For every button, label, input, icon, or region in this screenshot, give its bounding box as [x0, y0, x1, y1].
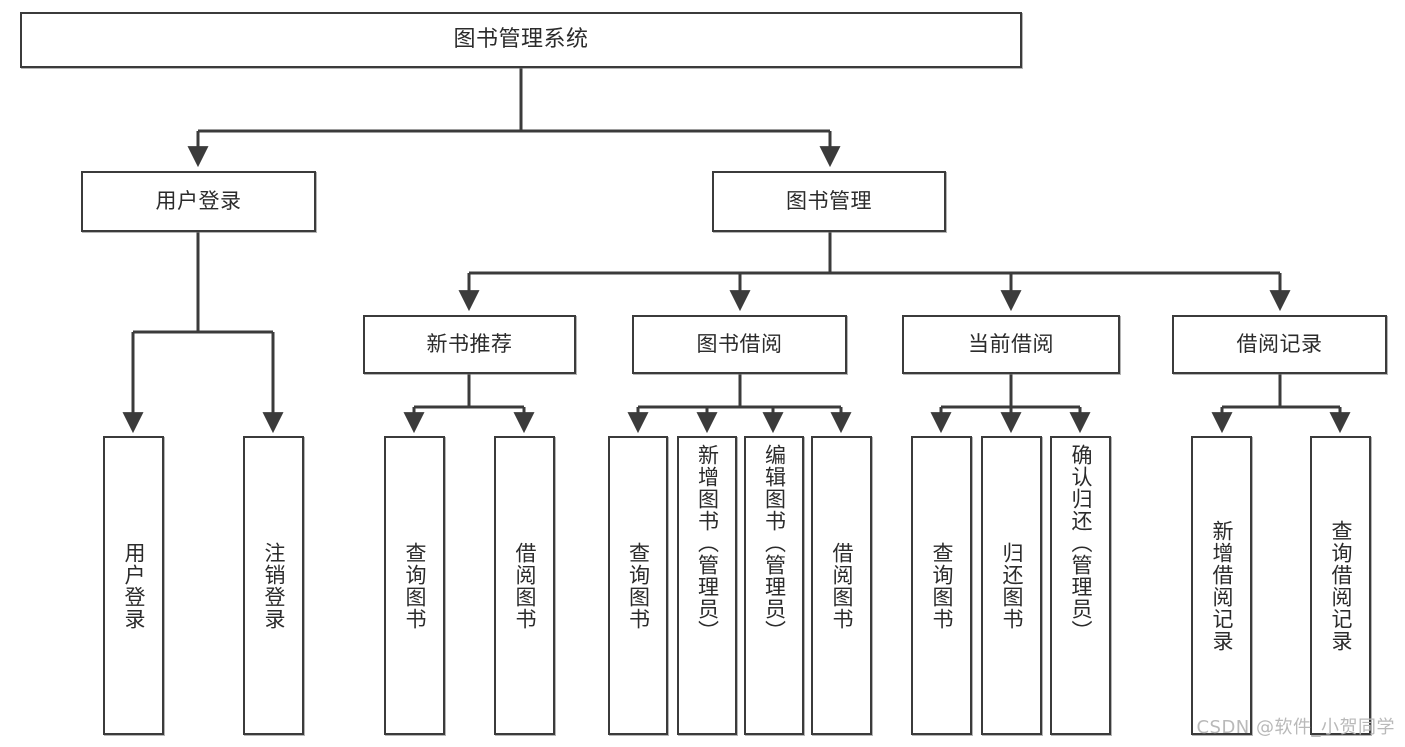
- node-label: 图书管理: [786, 188, 872, 213]
- leaf-label: 查询图书: [626, 541, 651, 630]
- node-label: 图书借阅: [696, 331, 783, 356]
- leaf-label: 确认归还（管理员）: [1068, 444, 1093, 642]
- leaf-label: 新增借阅记录: [1209, 519, 1234, 652]
- leaf-book-borrow-borrow[interactable]: 借阅图书: [811, 436, 872, 735]
- leaf-label: 借阅图书: [829, 541, 854, 630]
- leaf-user-login-signout[interactable]: 注销登录: [243, 436, 304, 735]
- csdn-watermark: CSDN @软件_小贺同学: [1196, 717, 1395, 738]
- leaf-label: 借阅图书: [512, 541, 537, 630]
- leaf-book-borrow-query[interactable]: 查询图书: [608, 436, 668, 735]
- leaf-label: 归还图书: [999, 541, 1024, 630]
- leaf-current-borrow-confirm-return[interactable]: 确认归还（管理员）: [1050, 436, 1111, 735]
- leaf-book-borrow-edit[interactable]: 编辑图书（管理员）: [744, 436, 804, 735]
- leaf-new-book-borrow[interactable]: 借阅图书: [494, 436, 555, 735]
- leaf-label: 用户登录: [121, 541, 146, 630]
- leaf-book-borrow-add[interactable]: 新增图书（管理员）: [677, 436, 737, 735]
- node-borrow-record[interactable]: 借阅记录: [1172, 315, 1387, 374]
- leaf-current-borrow-return[interactable]: 归还图书: [981, 436, 1042, 735]
- leaf-label: 注销登录: [261, 541, 286, 630]
- node-label: 当前借阅: [968, 331, 1054, 356]
- leaf-new-book-query[interactable]: 查询图书: [384, 436, 445, 735]
- leaf-current-borrow-query[interactable]: 查询图书: [911, 436, 972, 735]
- node-label: 新书推荐: [426, 331, 513, 356]
- node-book-management[interactable]: 图书管理: [712, 171, 946, 232]
- leaf-label: 新增图书（管理员）: [695, 444, 720, 642]
- leaf-borrow-record-query[interactable]: 查询借阅记录: [1310, 436, 1371, 735]
- node-root-system[interactable]: 图书管理系统: [20, 12, 1022, 68]
- node-book-borrow[interactable]: 图书借阅: [632, 315, 847, 374]
- node-label: 图书管理系统: [453, 26, 589, 52]
- leaf-user-login-signin[interactable]: 用户登录: [103, 436, 164, 735]
- leaf-borrow-record-add[interactable]: 新增借阅记录: [1191, 436, 1252, 735]
- leaf-label: 编辑图书（管理员）: [762, 444, 787, 642]
- node-new-book-recommend[interactable]: 新书推荐: [363, 315, 576, 374]
- node-label: 用户登录: [155, 188, 242, 213]
- leaf-label: 查询借阅记录: [1328, 519, 1353, 652]
- leaf-label: 查询图书: [929, 541, 954, 630]
- node-current-borrow[interactable]: 当前借阅: [902, 315, 1120, 374]
- node-user-login[interactable]: 用户登录: [81, 171, 316, 232]
- node-label: 借阅记录: [1236, 331, 1323, 356]
- leaf-label: 查询图书: [402, 541, 427, 630]
